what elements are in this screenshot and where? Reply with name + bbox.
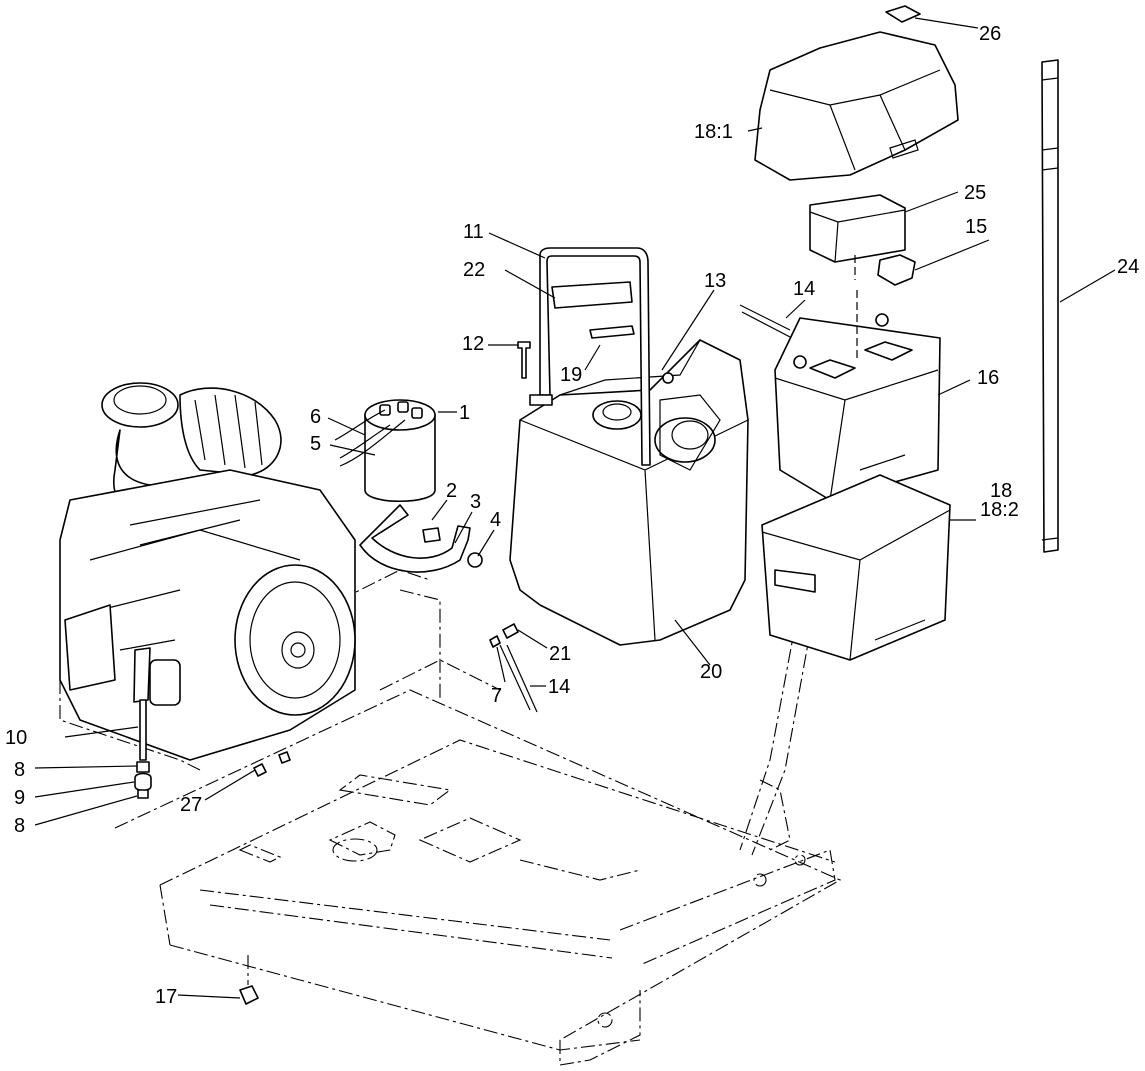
callout-15: 15 [965,216,987,238]
callout-3: 3 [470,491,481,513]
callout-5: 5 [310,433,321,455]
callout-9: 9 [14,787,25,809]
fuel-filter-icon [334,399,436,503]
leader-lines [34,17,1116,999]
callout-2: 2 [446,480,457,502]
callout-25: 25 [964,182,986,204]
callout-18-2: 18:2 [980,499,1019,521]
battery-cover-icon [754,5,959,181]
callout-24: 24 [1117,256,1139,278]
callout-12: 12 [462,333,484,355]
callout-10: 10 [5,727,27,749]
callout-26: 26 [979,23,1001,45]
callout-19: 19 [560,364,582,386]
callout-11: 11 [463,221,484,243]
callout-14-upper: 14 [793,278,815,300]
terminal-cover-icon [877,254,916,286]
callout-27: 27 [180,794,202,816]
callout-16: 16 [977,367,999,389]
battery-icon [774,313,941,501]
callout-22: 22 [463,259,485,281]
clamp-icon [359,504,483,573]
clip-icon [239,955,259,1005]
battery-box-icon [761,474,951,661]
callout-21: 21 [549,643,571,665]
callout-18: 18 [990,480,1012,502]
callout-7: 7 [491,685,502,707]
callout-17: 17 [155,986,177,1008]
callout-1: 1 [459,402,470,424]
callout-18-1: 18:1 [694,121,733,143]
strap-icon [1041,59,1059,553]
callout-8-upper: 8 [14,759,25,781]
callout-6: 6 [310,406,321,428]
frame-icon [59,569,842,1066]
callout-4: 4 [490,509,501,531]
fuel-tank-icon [509,247,749,646]
callout-14-lower: 14 [548,676,570,698]
fuel-line-icon [134,699,291,799]
callout-13: 13 [704,270,726,292]
battery-pad-icon [809,194,906,263]
callout-8-lower: 8 [14,815,25,837]
callout-labels: 1 2 3 4 5 6 7 8 8 9 10 11 12 13 14 14 15… [5,23,1139,1008]
engine-icon [59,382,356,761]
callout-20: 20 [700,661,722,683]
